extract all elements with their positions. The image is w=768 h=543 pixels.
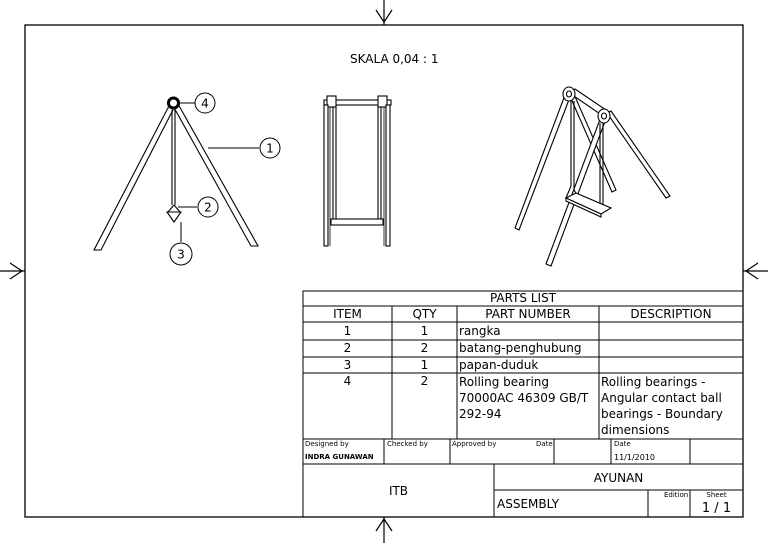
designed-by-label: Designed by [305,440,349,448]
front-seat [165,211,183,223]
row-1-part-number: rangka [459,324,501,338]
balloon-leaders [178,102,259,242]
balloon-1-label: 1 [266,142,274,156]
balloon-3: 3 [169,242,193,266]
header-part-number: PART NUMBER [485,307,571,321]
centering-mark-left [0,262,25,280]
sheet-number: 1 / 1 [701,501,732,516]
row-4-qty: 2 [420,374,429,388]
header-qty: QTY [412,307,437,321]
row-2-qty: 2 [420,341,429,355]
balloon-2-label: 2 [204,201,212,215]
date-value: 11/1/2010 [614,453,656,462]
row-4-description: Rolling bearings - Angular contact ball … [601,375,723,437]
side-post-right [385,104,391,247]
balloon-3-label: 3 [177,248,185,262]
front-view [93,96,259,251]
row-3-qty: 1 [420,358,429,372]
iso-leg-a [514,94,571,231]
balloon-2: 2 [197,196,219,218]
iso-bearing-b [597,108,611,124]
header-item: ITEM [333,307,362,321]
row-1-item: 1 [343,324,352,338]
row-2-item: 2 [343,341,352,355]
title-block [302,439,743,517]
centering-mark-bottom [375,517,393,543]
iso-view [514,86,671,267]
approved-by-label: Approved by [452,440,497,448]
centering-mark-right [743,262,768,280]
designed-by-value: INDRA GUNAWAN [305,453,374,461]
row-1-qty: 1 [420,324,429,338]
edition-label: Edition [664,491,689,499]
approved-date-label: Date [536,440,553,448]
side-seat [330,218,384,226]
side-view [323,95,392,247]
side-bearing-right [377,95,388,108]
scale-label: SKALA 0,04 : 1 [350,52,439,66]
front-right-leg [171,103,259,247]
row-4-item: 4 [343,374,352,388]
side-bearing-left [326,95,337,108]
parts-list-table [302,290,744,440]
company-name: ITB [388,484,409,498]
date-label: Date [614,440,631,448]
iso-leg-d [606,110,671,199]
sheet-label: Sheet [706,491,727,499]
row-3-part-number: papan-duduk [459,358,539,372]
front-left-leg [93,103,177,251]
parts-list-title: PARTS LIST [489,291,557,305]
drawing-subtitle: ASSEMBLY [497,497,560,511]
row-3-item: 3 [343,358,352,372]
checked-by-label: Checked by [387,440,428,448]
balloon-4: 4 [194,92,216,114]
drawing-title: AYUNAN [593,471,644,485]
iso-bearing-a [562,86,576,102]
centering-mark-top [375,0,393,25]
row-4-part-number: Rolling bearing 70000AC 46309 GB/T 292-9… [459,375,589,421]
balloon-1: 1 [259,137,281,159]
side-post-left [323,104,329,247]
balloon-4-label: 4 [201,97,209,111]
row-2-part-number: batang-penghubung [459,341,582,355]
header-description: DESCRIPTION [630,307,712,321]
